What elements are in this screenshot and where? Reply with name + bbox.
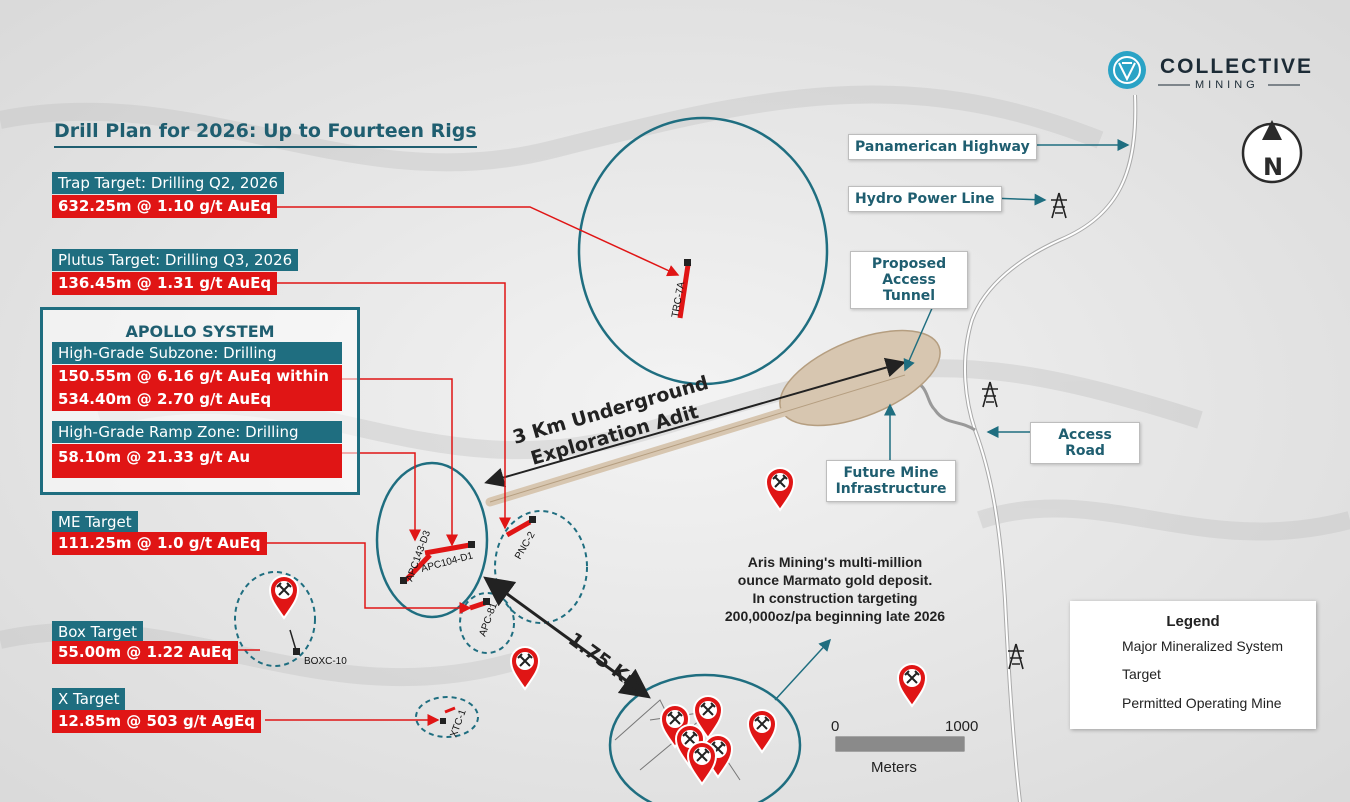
drillhole-boxc-10 bbox=[289, 629, 300, 655]
plutus-target-outline bbox=[494, 510, 588, 624]
drillhole-xtc-1 bbox=[440, 706, 456, 724]
legend-title: Legend bbox=[1166, 613, 1220, 630]
drillhole-apc104-d1 bbox=[424, 541, 475, 556]
trap-leader bbox=[275, 206, 680, 277]
mine-pin-icon bbox=[764, 467, 796, 512]
drillhole-label: BOXC-10 bbox=[304, 656, 347, 667]
legend-item: Major Mineralized System bbox=[1122, 638, 1284, 654]
apollo-system-outline bbox=[375, 461, 489, 619]
legend-item: Target bbox=[1122, 666, 1161, 682]
box-target-label: Box Target bbox=[52, 621, 144, 643]
collective-mining-logo-icon bbox=[1108, 51, 1146, 89]
distance-arrow bbox=[483, 576, 651, 699]
box-target-result: 55.00m @ 1.22 AuEq bbox=[52, 641, 239, 664]
mine-infrastructure-callout: Future Mine Infrastructure bbox=[826, 460, 956, 502]
plutus-leader bbox=[275, 282, 511, 530]
drillhole-apc143-d3 bbox=[400, 553, 432, 584]
apollo-subzone-result-1: 150.55m @ 6.16 g/t AuEq within bbox=[52, 365, 342, 388]
me-target-label: ME Target bbox=[52, 511, 138, 533]
box-target-outline bbox=[234, 571, 316, 667]
apollo-ramp-result: 58.10m @ 21.33 g/t Au bbox=[52, 444, 342, 478]
power-tower-icon bbox=[982, 192, 1067, 670]
north-arrow-icon bbox=[1241, 120, 1303, 184]
me-target-result: 111.25m @ 1.0 g/t AuEq bbox=[52, 532, 267, 555]
x-target-outline bbox=[415, 696, 479, 738]
legend-item: Permitted Operating Mine bbox=[1122, 695, 1282, 711]
apollo-ramp-label: High-Grade Ramp Zone: Drilling bbox=[52, 421, 342, 443]
marmato-system-outline bbox=[608, 673, 802, 802]
access-road-callout: Access Road bbox=[1030, 422, 1140, 464]
scale-unit: Meters bbox=[871, 759, 917, 776]
brand-name: COLLECTIVE bbox=[1160, 55, 1314, 78]
plutus-target-label: Plutus Target: Drilling Q3, 2026 bbox=[52, 249, 299, 271]
mine-pin-icon bbox=[509, 646, 541, 691]
mine-pins bbox=[268, 467, 1112, 786]
aris-mining-description: Aris Mining's multi-million ounce Marmat… bbox=[724, 554, 946, 624]
north-label: N bbox=[1263, 153, 1283, 181]
page-title: Drill Plan for 2026: Up to Fourteen Rigs bbox=[54, 120, 477, 148]
aris-leader bbox=[774, 638, 832, 701]
mine-pin-icon bbox=[746, 709, 778, 754]
access-tunnel-callout: Proposed Access Tunnel bbox=[850, 251, 968, 309]
highway-callout: Panamerican Highway bbox=[848, 134, 1037, 160]
apollo-subzone-result-2: 534.40m @ 2.70 g/t AuEq bbox=[52, 388, 342, 411]
plutus-target-result: 136.45m @ 1.31 g/t AuEq bbox=[52, 272, 278, 295]
mine-pin-icon bbox=[692, 695, 724, 740]
mine-pin-icon bbox=[268, 575, 300, 620]
trap-target-label: Trap Target: Drilling Q2, 2026 bbox=[52, 172, 285, 194]
power-line-callout: Hydro Power Line bbox=[848, 186, 1002, 212]
drillhole-apc-81 bbox=[469, 598, 490, 611]
brand-sub: MINING bbox=[1195, 79, 1259, 91]
adit-arrow bbox=[484, 357, 906, 488]
drillhole-pnc-2 bbox=[505, 516, 536, 538]
access-road bbox=[909, 378, 976, 432]
me-leader bbox=[260, 542, 472, 614]
drillhole-trc-7a bbox=[677, 259, 691, 319]
apollo-title: APOLLO SYSTEM bbox=[125, 322, 275, 341]
scale-start: 0 bbox=[831, 718, 840, 735]
apollo-subzone-label: High-Grade Subzone: Drilling bbox=[52, 342, 342, 364]
x-target-label: X Target bbox=[52, 688, 126, 710]
scale-end: 1000 bbox=[945, 718, 979, 735]
legend-panel: Legend Major Mineralized System Target P… bbox=[1070, 601, 1316, 729]
subzone-leader bbox=[336, 378, 458, 547]
ramp-leader bbox=[340, 452, 421, 542]
mine-pin-icon bbox=[896, 663, 928, 708]
mine-pin-icon bbox=[686, 741, 718, 786]
x-target-result: 12.85m @ 503 g/t AgEq bbox=[52, 710, 261, 733]
trap-target-result: 632.25m @ 1.10 g/t AuEq bbox=[52, 195, 278, 218]
scale-bar bbox=[835, 736, 965, 752]
